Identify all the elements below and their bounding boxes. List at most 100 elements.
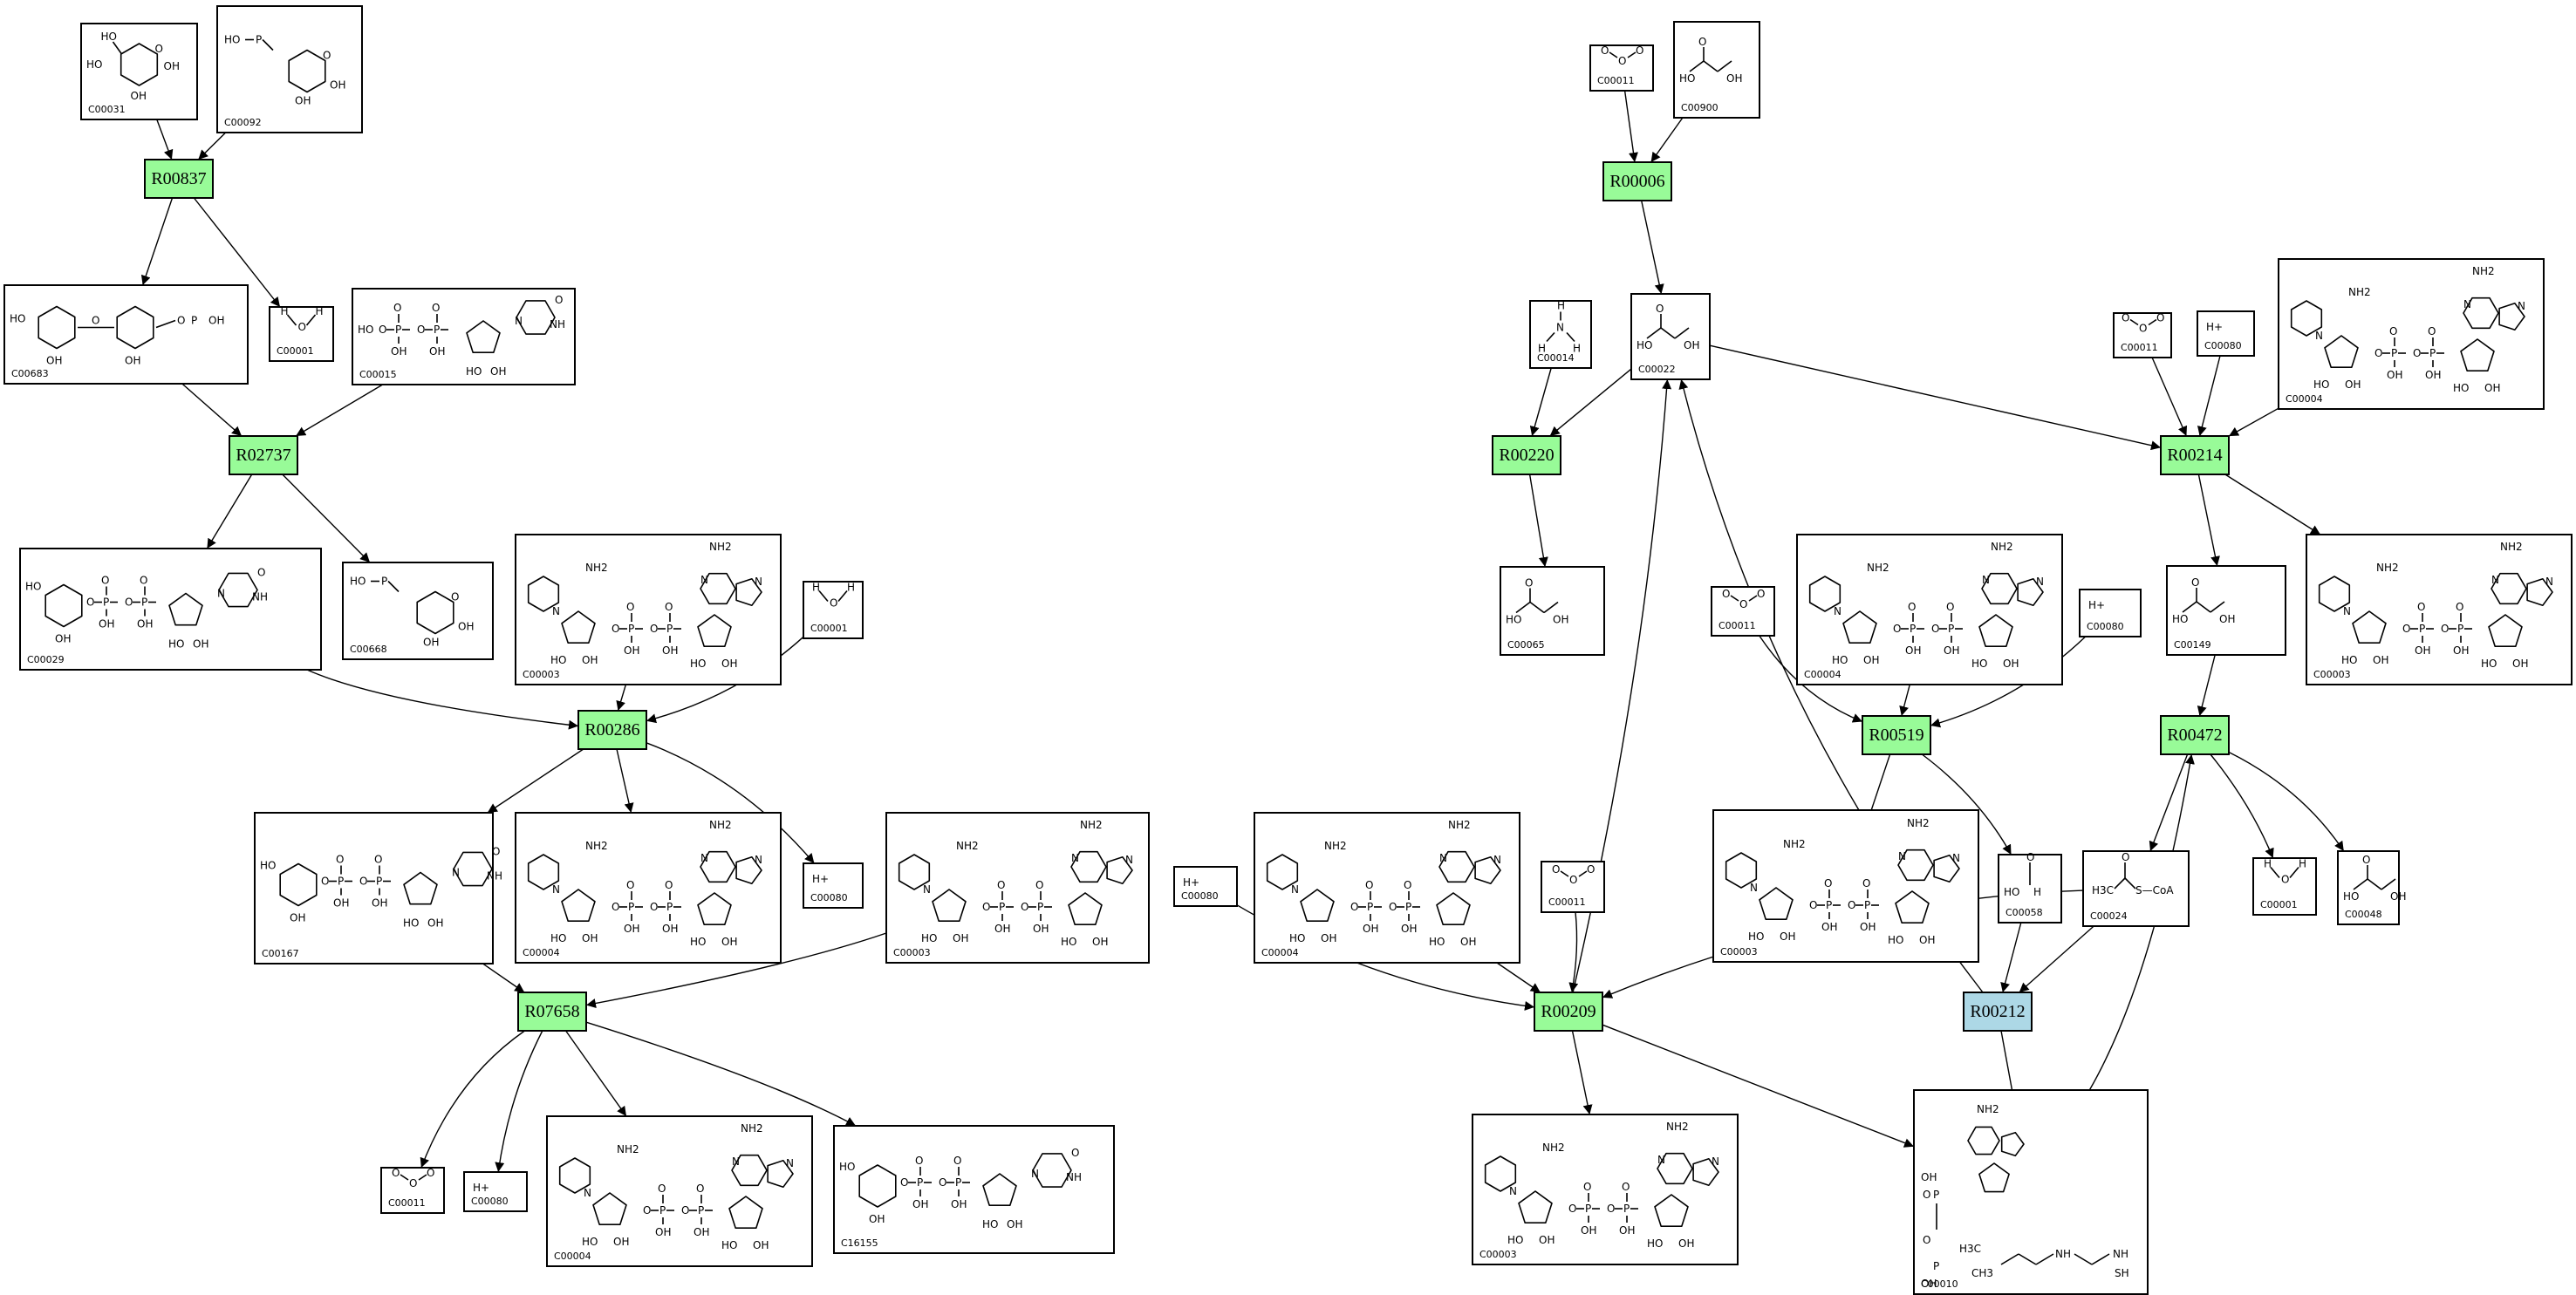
ring-bond bbox=[1967, 1126, 2000, 1155]
bond bbox=[1748, 595, 1758, 602]
oxygen-atom: O bbox=[1389, 901, 1397, 913]
compound-id-label: C00011 bbox=[1548, 896, 1586, 908]
nitrogen-atom: N bbox=[755, 854, 762, 866]
hydroxyl-label: OH bbox=[1401, 923, 1417, 935]
ring-bond bbox=[1978, 614, 2013, 648]
ring-bond bbox=[1654, 1194, 1689, 1227]
reaction-r00209[interactable]: R00209 bbox=[1534, 992, 1603, 1032]
bond bbox=[2129, 318, 2139, 326]
amide-label: NH2 bbox=[585, 562, 608, 574]
phosphorus-atom: P bbox=[1826, 899, 1832, 911]
phosphorus-atom: P bbox=[628, 623, 634, 635]
hydroxyl-label: HO bbox=[358, 324, 373, 336]
hydroxyl-label: OH bbox=[2484, 382, 2500, 394]
nitrogen-atom: N bbox=[584, 1187, 591, 1199]
ring-bond bbox=[2491, 572, 2527, 605]
reaction-r00472[interactable]: R00472 bbox=[2160, 715, 2230, 755]
reaction-r00519[interactable]: R00519 bbox=[1862, 715, 1931, 755]
amine-label: NH2 bbox=[2500, 541, 2523, 553]
nitrogen-atom: N bbox=[2343, 605, 2351, 617]
oxygen-atom: O bbox=[1607, 1203, 1615, 1215]
bond bbox=[1543, 601, 1559, 614]
nitrogen-atom: N bbox=[1750, 882, 1758, 894]
compound-c00080[interactable]: H+C00080 bbox=[2079, 589, 2142, 637]
reaction-r02737[interactable]: R02737 bbox=[229, 435, 298, 475]
reaction-r00006[interactable]: R00006 bbox=[1602, 161, 1672, 201]
reaction-r00286[interactable]: R00286 bbox=[577, 710, 647, 750]
compound-id-label: C00004 bbox=[554, 1251, 591, 1262]
proton-label: H+ bbox=[2088, 599, 2105, 611]
phosphorus-atom: P bbox=[628, 901, 634, 913]
hydroxyl-label: OH bbox=[2453, 644, 2469, 657]
reaction-r00837[interactable]: R00837 bbox=[144, 159, 214, 199]
hydroxyl-label: OH bbox=[423, 637, 439, 649]
hydrogen-atom: H bbox=[1538, 343, 1546, 355]
compound-id-label: C00048 bbox=[2345, 909, 2382, 920]
oxygen-atom: O bbox=[140, 575, 147, 587]
compound-c00080[interactable]: H+C00080 bbox=[2197, 310, 2255, 357]
edge-r00286-to-c00080_a bbox=[646, 742, 815, 864]
nitrogen-atom: N bbox=[732, 1155, 740, 1168]
compound-id-label: C00080 bbox=[471, 1196, 509, 1207]
reaction-r00214[interactable]: R00214 bbox=[2160, 435, 2230, 475]
compound-c00080[interactable]: H+C00080 bbox=[1173, 866, 1238, 907]
compound-c00080[interactable]: H+C00080 bbox=[803, 862, 864, 909]
hydroxyl-label: OH bbox=[290, 912, 305, 924]
bond bbox=[2074, 1253, 2093, 1265]
edge-r00837-to-c00683 bbox=[140, 197, 174, 286]
bond bbox=[2367, 878, 2382, 890]
oxygen-atom: O bbox=[1908, 601, 1916, 613]
reaction-r00212[interactable]: R00212 bbox=[1963, 992, 2033, 1032]
compound-id-label: C00011 bbox=[2121, 342, 2158, 353]
nitrogen-atom: N bbox=[2315, 330, 2323, 342]
hydroxyl-label: HO bbox=[2004, 886, 2019, 898]
nitrogen-atom: N bbox=[700, 574, 708, 586]
reaction-r00220[interactable]: R00220 bbox=[1492, 435, 1561, 475]
phosphorus-atom: P bbox=[1623, 1203, 1630, 1215]
hydroxyl-label: OH bbox=[1944, 644, 1959, 657]
reaction-r07658[interactable]: R07658 bbox=[517, 992, 587, 1032]
phosphorus-atom: P bbox=[666, 623, 673, 635]
nitrogen-atom: N bbox=[786, 1157, 794, 1169]
compound-c00080[interactable]: H+C00080 bbox=[463, 1171, 528, 1212]
bond bbox=[2114, 877, 2126, 889]
oxygen-atom: O bbox=[2456, 601, 2463, 613]
hydroxyl-label: HO bbox=[1289, 932, 1305, 944]
ring-bond bbox=[116, 305, 154, 350]
